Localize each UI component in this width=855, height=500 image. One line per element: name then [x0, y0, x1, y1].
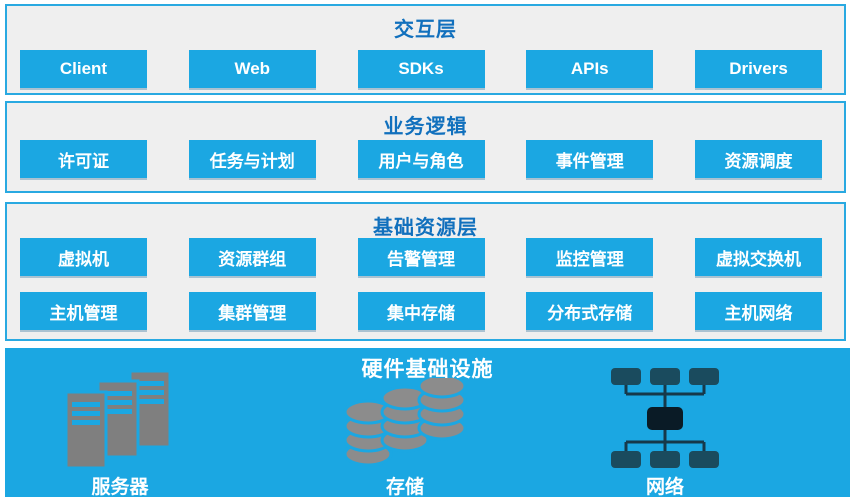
storage-icon	[343, 378, 467, 467]
network-label: 网络	[645, 477, 684, 498]
block-resource-sched: 资源调度	[695, 140, 822, 178]
business-logic-panel: 业务逻辑 许可证 任务与计划 用户与角色 事件管理 资源调度	[5, 101, 846, 193]
base-resource-row-1: 虚拟机 资源群组 告警管理 监控管理 虚拟交换机	[20, 238, 822, 276]
hardware-infrastructure-title: 硬件基础设施	[361, 358, 494, 381]
block-monitor-mgmt: 监控管理	[526, 238, 654, 276]
block-alarm-mgmt: 告警管理	[357, 238, 485, 276]
block-drivers: Drivers	[695, 50, 822, 88]
storage-label: 存储	[385, 477, 424, 498]
block-web: Web	[188, 50, 316, 88]
network-icon	[611, 368, 719, 468]
block-license: 许可证	[20, 140, 147, 178]
block-users-roles: 用户与角色	[357, 140, 485, 178]
business-logic-title: 业务逻辑	[383, 116, 468, 138]
block-distributed-storage: 分布式存储	[526, 292, 654, 330]
block-sdks: SDKs	[357, 50, 485, 88]
interaction-layer-title: 交互层	[394, 19, 457, 41]
block-vm: 虚拟机	[20, 238, 147, 276]
hardware-item-network: 网络	[580, 366, 750, 499]
block-cluster-mgmt: 集群管理	[188, 292, 316, 330]
block-host-mgmt: 主机管理	[20, 292, 147, 330]
base-resource-row-2: 主机管理 集群管理 集中存储 分布式存储 主机网络	[20, 292, 822, 330]
block-host-network: 主机网络	[695, 292, 822, 330]
server-icon	[64, 370, 172, 470]
base-resource-title: 基础资源层	[373, 217, 478, 239]
block-event-mgmt: 事件管理	[526, 140, 654, 178]
block-resource-group: 资源群组	[188, 238, 316, 276]
hardware-item-storage: 存储	[320, 378, 490, 499]
block-client: Client	[20, 50, 147, 88]
hardware-infrastructure-panel: 硬件基础设施 服务器	[5, 348, 850, 499]
server-label: 服务器	[91, 477, 149, 498]
business-logic-row: 许可证 任务与计划 用户与角色 事件管理 资源调度	[20, 140, 822, 178]
block-central-storage: 集中存储	[357, 292, 485, 330]
block-vswitch: 虚拟交换机	[695, 238, 822, 276]
block-apis: APIs	[526, 50, 654, 88]
interaction-layer-panel: 交互层 Client Web SDKs APIs Drivers	[5, 4, 846, 95]
interaction-layer-row: Client Web SDKs APIs Drivers	[20, 50, 822, 88]
hardware-item-server: 服务器	[35, 370, 205, 499]
base-resource-panel: 基础资源层 虚拟机 资源群组 告警管理 监控管理 虚拟交换机 主机管理 集群管理…	[5, 202, 846, 341]
block-tasks-plans: 任务与计划	[188, 140, 316, 178]
